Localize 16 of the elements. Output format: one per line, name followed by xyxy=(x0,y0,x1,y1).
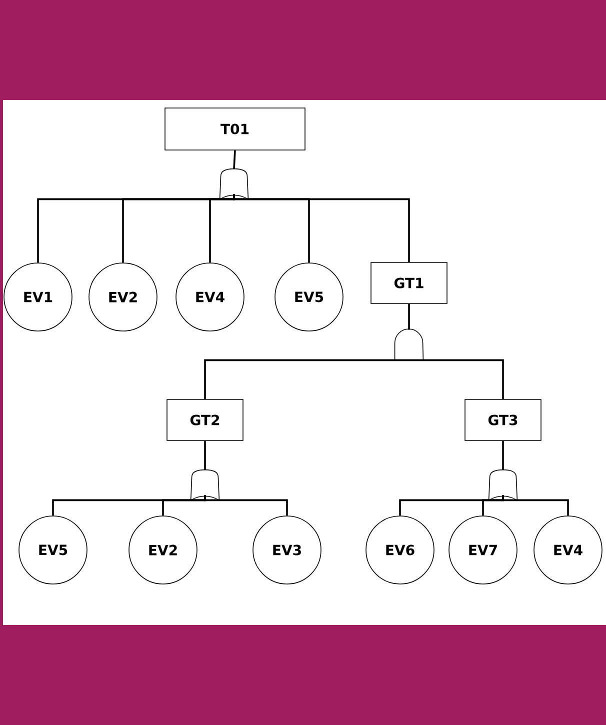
connector-line xyxy=(408,304,410,330)
connector-line xyxy=(204,359,409,400)
gate-box: GT3 xyxy=(464,399,542,441)
connector-line xyxy=(409,359,504,400)
connector-line xyxy=(204,495,288,516)
connector-line xyxy=(502,495,569,516)
connector-line xyxy=(502,440,504,470)
connector-line xyxy=(204,440,206,470)
gate-box: GT2 xyxy=(166,399,244,441)
or-gate xyxy=(190,469,220,501)
connector-line xyxy=(233,150,236,169)
connector-line xyxy=(233,194,410,262)
or-gate xyxy=(488,469,518,501)
or-gate xyxy=(219,168,249,200)
gate-box: GT1 xyxy=(370,262,448,304)
event-box: T01 xyxy=(164,108,306,150)
